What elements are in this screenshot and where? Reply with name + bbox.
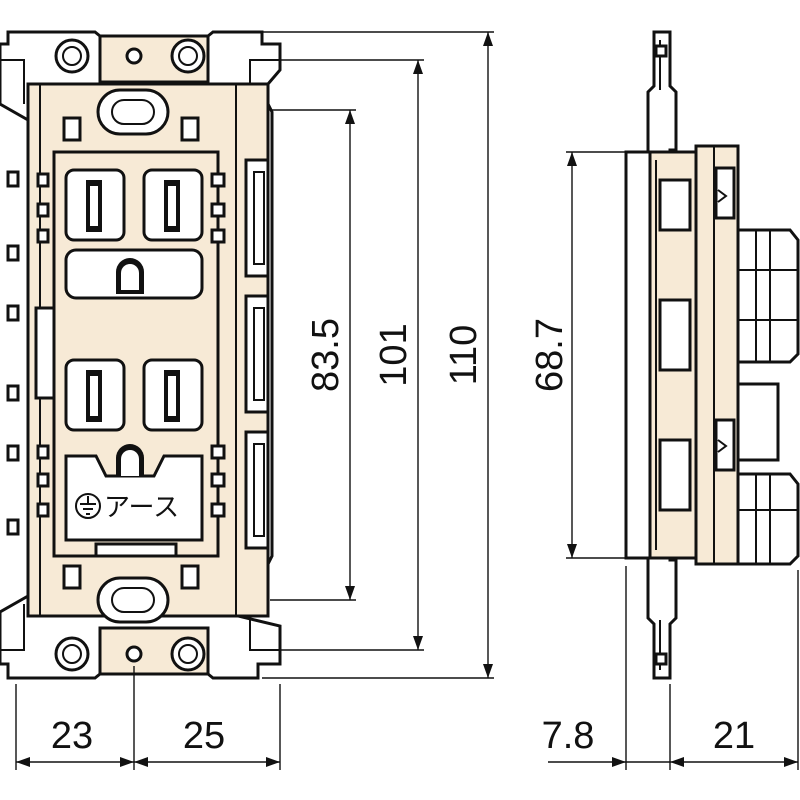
side-dimensions: 68.7 7.8 21 [529,151,799,770]
dim-height-inner: 83.5 [305,318,347,392]
side-view [624,30,800,680]
top-center-screw [125,47,143,65]
right-terminal-clips [210,158,270,550]
bottom-left-screw-hole [54,636,90,672]
dim-height-mid: 101 [373,323,415,386]
earth-label: アース [104,493,179,523]
side-rear-clip-upper [736,228,800,364]
side-rear-clip-lower [736,472,800,566]
left-terminal-clips [6,170,56,536]
dim-width-left: 23 [51,715,93,757]
lower-ground-hole-frame [64,454,204,542]
bottom-mount-slot [96,576,170,624]
top-mount-slot [96,88,170,136]
top-left-screw-hole [54,38,90,74]
dim-side-height: 68.7 [529,318,571,392]
dim-side-depth: 21 [713,715,755,757]
front-view: アース [0,30,282,680]
side-front-cover [624,150,652,560]
bottom-center-screw [125,645,143,663]
earth-symbol-icon [75,493,101,519]
dim-side-front: 7.8 [542,715,595,757]
top-right-screw-hole [170,38,206,74]
front-dimensions: 110 101 83.5 23 25 [15,31,494,770]
dim-width-right: 25 [183,715,225,757]
bottom-right-screw-hole [170,636,206,672]
dim-height-total: 110 [443,325,485,386]
